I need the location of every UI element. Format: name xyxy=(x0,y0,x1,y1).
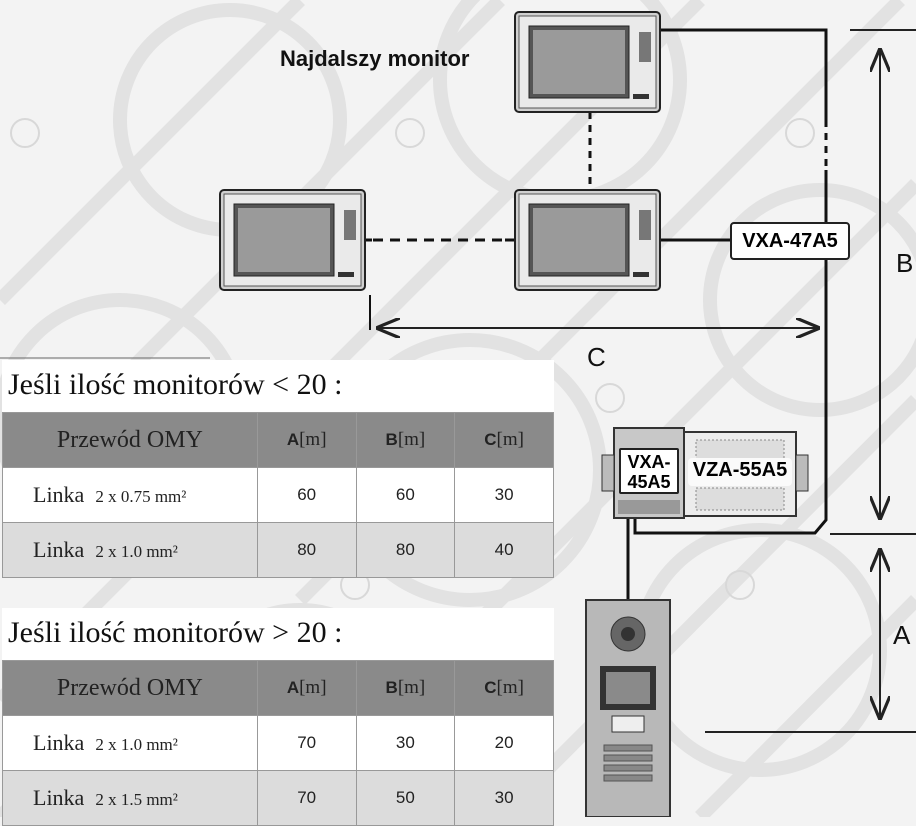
table-row: Linka 2 x 1.0 mm² 80 80 40 xyxy=(2,522,554,578)
controller-module-label: VXA- 45A5 xyxy=(619,448,679,494)
table-2-caption: Jeśli ilość monitorów > 20 : xyxy=(2,608,554,660)
dimension-c-label: C xyxy=(587,342,606,372)
header-cable: Przewód OMY xyxy=(2,660,258,716)
dashed-links xyxy=(373,112,828,242)
wiring-lines xyxy=(365,28,828,600)
header-cable: Przewód OMY xyxy=(2,412,258,468)
table-row: Linka 2 x 0.75 mm² 60 60 30 xyxy=(2,467,554,523)
header-b: B[m] xyxy=(355,412,456,468)
header-b: B[m] xyxy=(355,660,456,716)
monitor-left xyxy=(219,189,366,291)
header-a: A[m] xyxy=(256,412,357,468)
controller-label-line2: 45A5 xyxy=(627,472,671,492)
door-station xyxy=(585,599,671,817)
power-supply-label: VZA-55A5 xyxy=(688,458,792,486)
far-monitor-label: Najdalszy monitor xyxy=(280,46,470,71)
cable-table-under-20: Przewód OMY A[m] B[m] C[m] Linka 2 x 0.7… xyxy=(2,412,554,578)
dimension-a-label: A xyxy=(893,620,911,650)
controller-label-line1: VXA- xyxy=(627,452,671,472)
header-c: C[m] xyxy=(454,412,554,468)
monitor-far xyxy=(514,11,661,113)
header-c: C[m] xyxy=(454,660,554,716)
table-row: Linka 2 x 1.5 mm² 70 50 30 xyxy=(2,770,554,826)
table-row: Linka 2 x 1.0 mm² 70 30 20 xyxy=(2,715,554,771)
dimension-b-label: B xyxy=(896,248,914,278)
header-a: A[m] xyxy=(256,660,357,716)
cable-table-over-20: Przewód OMY A[m] B[m] C[m] Linka 2 x 1.0… xyxy=(2,660,554,826)
table-1-caption: Jeśli ilość monitorów < 20 : xyxy=(2,360,554,412)
monitor-middle xyxy=(514,189,661,291)
distributor-module-label: VXA-47A5 xyxy=(730,222,850,260)
